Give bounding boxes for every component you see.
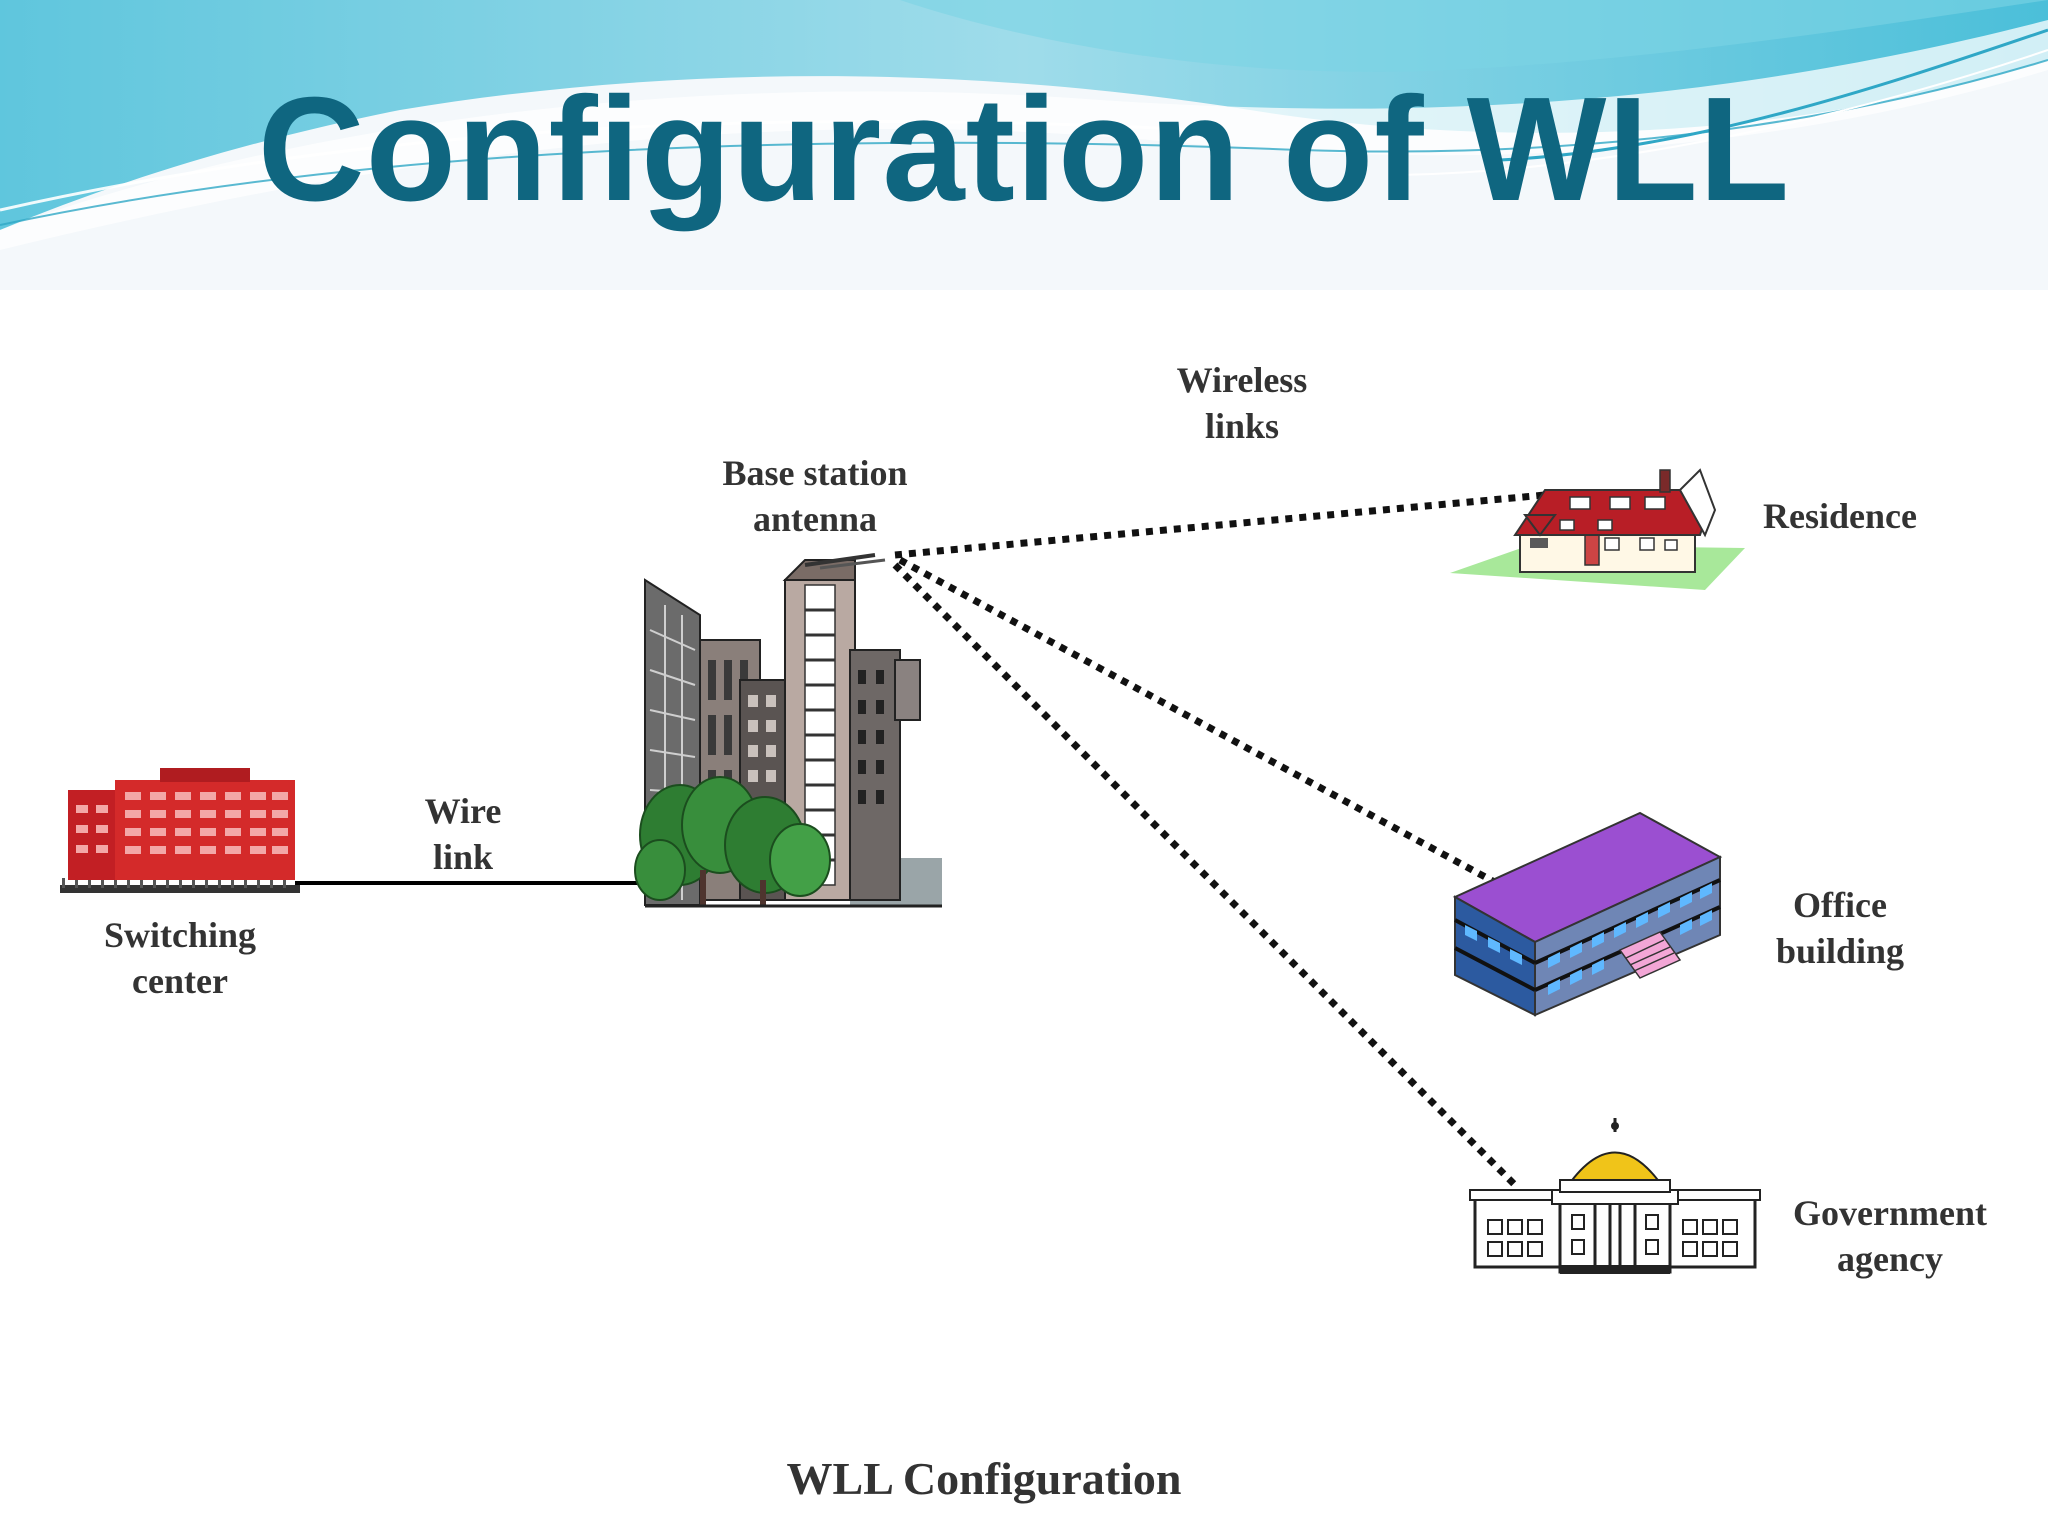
government-agency-label-line1: Government [1793,1193,1987,1233]
wireless-link-government [892,562,1518,1188]
residence-label-text: Residence [1763,496,1917,536]
base-station-icon [634,553,942,908]
wireless-link-office [898,556,1502,889]
wire-link-label-line2: link [432,837,494,877]
header-wave-decoration [0,0,2048,290]
office-building-icon [1452,811,1723,1017]
government-agency-icon [1469,1118,1761,1274]
trees [634,776,831,905]
residence-label: Residence [1730,493,1950,539]
wireless-links-label-line1: Wireless [1176,360,1308,400]
residence-icon [1450,468,1745,590]
figure-caption: WLL Configuration [786,1453,1182,1504]
switching-center-label-line2: center [132,961,228,1001]
wireless-links-label-line2: links [1204,406,1280,446]
base-station-label: Base station antenna [680,450,950,542]
base-station-label-line1: Base station [722,453,908,493]
office-building-label: Office building [1740,882,1940,974]
switching-center-label-line1: Switching [103,915,257,955]
wireless-links [892,491,1546,1188]
government-agency-label: Government agency [1765,1190,2015,1282]
base-station-label-line2: antenna [752,499,878,539]
slide-title: Configuration of WLL [257,67,1791,232]
wireless-link-residence [894,491,1546,559]
wire-link-label: Wire link [383,788,543,880]
office-building-label-line2: building [1775,931,1905,971]
wireless-links-label: Wireless links [1122,357,1362,449]
office-building-label-line1: Office [1793,885,1887,925]
switching-center-icon [60,768,300,893]
switching-center-label: Switching center [60,912,300,1004]
government-agency-label-line2: agency [1837,1239,1943,1279]
wire-link-label-line1: Wire [424,791,502,831]
